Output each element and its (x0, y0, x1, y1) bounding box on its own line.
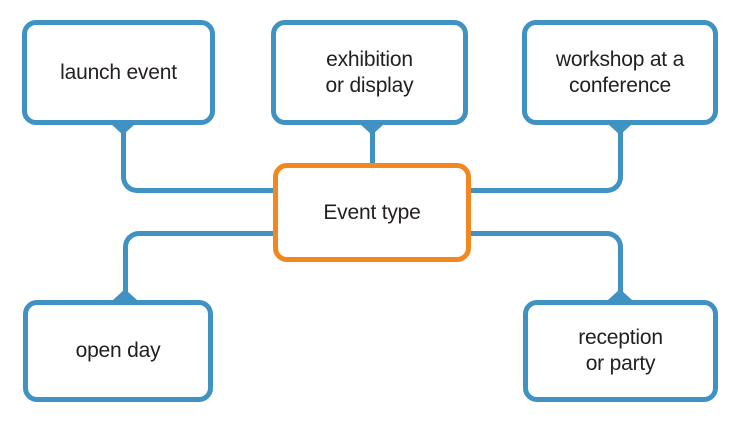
node-label: Event type (323, 200, 421, 224)
connector-reception-to-center (471, 231, 623, 300)
node-reception-or-party: reception or party (523, 300, 718, 402)
node-workshop-at-a-conference: workshop at a conference (522, 20, 718, 125)
anchor-triangle-launch-event (111, 124, 135, 135)
anchor-triangle-exhibition (360, 124, 384, 135)
node-exhibition-or-display: exhibition or display (271, 20, 468, 125)
node-event-type-center: Event type (273, 163, 471, 262)
node-label: launch event (60, 60, 177, 84)
node-open-day: open day (23, 300, 213, 402)
node-label: open day (75, 339, 161, 362)
node-launch-event: launch event (22, 20, 215, 125)
anchor-triangle-reception (608, 289, 632, 300)
node-label: or party (585, 352, 656, 375)
connector-workshop-to-center (471, 125, 623, 193)
anchor-triangle-workshop (608, 124, 632, 135)
connector-launch-event-to-center (121, 125, 273, 193)
node-label: or display (325, 73, 414, 97)
anchor-triangle-open-day (113, 289, 137, 300)
connector-exhibition-to-center (370, 125, 375, 167)
node-label: exhibition (326, 47, 413, 71)
connector-open-day-to-center (123, 231, 273, 300)
node-label: conference (569, 73, 671, 97)
node-label: reception (578, 326, 663, 349)
node-label: workshop at a (555, 47, 685, 71)
